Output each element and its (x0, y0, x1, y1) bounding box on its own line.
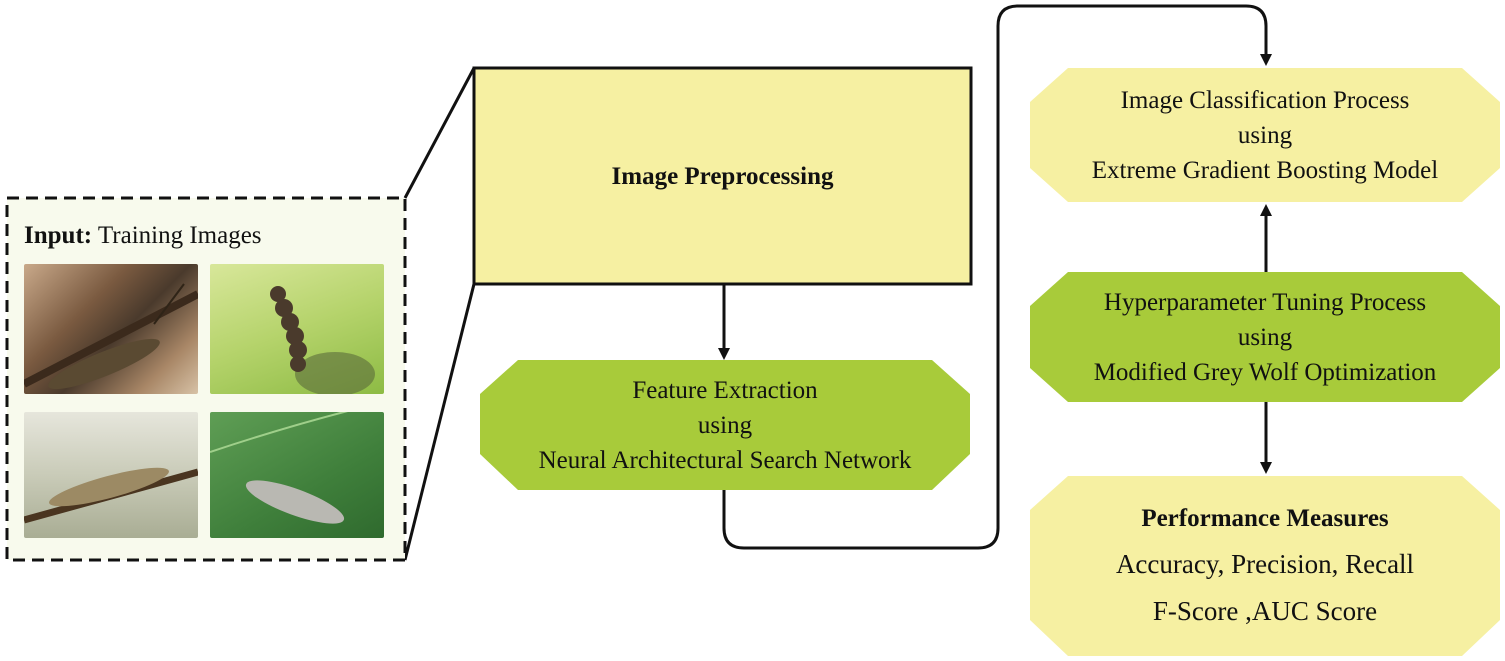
caterpillar-image (210, 264, 384, 396)
grasshopper-drawing (22, 283, 200, 390)
classification-line3: Extreme Gradient Boosting Model (1091, 156, 1439, 184)
preprocessing-label: Image Preprocessing (474, 68, 971, 284)
tuning-line1: Hyperparameter Tuning Process (1103, 288, 1427, 316)
locust-image (23, 412, 199, 538)
feature-extraction-node (480, 360, 970, 490)
preprocessing-title: Image Preprocessing (611, 162, 834, 190)
grasshopper-image (22, 264, 200, 394)
locust-drawing (23, 467, 199, 524)
zoom-line-bottom (403, 283, 476, 561)
tuning-line3: Modified Grey Wolf Optimization (1093, 358, 1437, 386)
classification-label: Image Classification Process using Extre… (1030, 68, 1500, 202)
input-label-bold: Input: (24, 222, 93, 249)
feature-extraction-label: Feature Extraction using Neural Architec… (480, 360, 970, 490)
performance-node (1030, 476, 1500, 656)
classification-line1: Image Classification Process (1120, 86, 1410, 114)
input-label: Input: Training Images (24, 222, 262, 250)
larva-drawing (209, 401, 385, 524)
feature-line2: using (697, 411, 753, 439)
tuning-node (1030, 272, 1500, 402)
caterpillar-drawing (270, 286, 375, 396)
tuning-line2: using (1237, 323, 1293, 351)
larva-image (209, 401, 385, 538)
performance-label: Performance Measures Accuracy, Precision… (1030, 476, 1500, 656)
performance-title: Performance Measures (1141, 504, 1389, 532)
connector-feature-to-classification (722, 4, 1272, 550)
classification-node (1030, 68, 1500, 202)
performance-line1: Accuracy, Precision, Recall (1115, 548, 1415, 579)
zoom-line-top (403, 67, 476, 199)
performance-line2: F-Score ,AUC Score (1152, 595, 1378, 626)
feature-line3: Neural Architectural Search Network (538, 446, 912, 474)
classification-line2: using (1237, 121, 1293, 149)
feature-line1: Feature Extraction (632, 376, 818, 404)
preprocessing-box (472, 66, 973, 286)
tuning-label: Hyperparameter Tuning Process using Modi… (1030, 272, 1500, 402)
input-label-rest: Training Images (92, 222, 262, 249)
